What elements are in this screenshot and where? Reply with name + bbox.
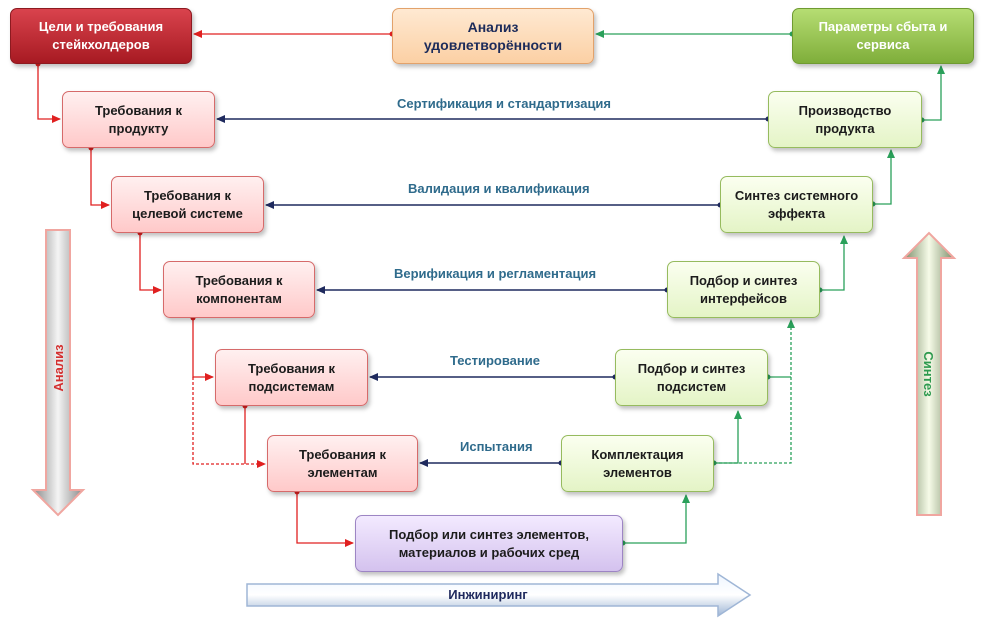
analysis-label: Анализ	[51, 344, 66, 392]
stakeholder-goals-box: Цели и требования стейкхолдеров	[10, 8, 192, 64]
engineering-label: Инжиниринг	[448, 587, 528, 602]
subsystem-requirements-box: Требования к подсистемам	[215, 349, 368, 406]
trials-label: Испытания	[460, 439, 533, 454]
interfaces-synthesis-box: Подбор и синтез интерфейсов	[667, 261, 820, 318]
certification-label: Сертификация и стандартизация	[397, 96, 612, 111]
sales-service-params-box: Параметры сбыта и сервиса	[792, 8, 974, 64]
component-requirements-box: Требования к компонентам	[163, 261, 315, 318]
product-production-box: Производство продукта	[768, 91, 922, 148]
target-system-requirements-box: Требования к целевой системе	[111, 176, 264, 233]
subsystems-synthesis-box: Подбор и синтез подсистем	[615, 349, 768, 406]
synthesis-cascade	[623, 65, 945, 544]
testing-label: Тестирование	[450, 353, 540, 368]
engineering-arrow	[246, 572, 752, 618]
analysis-arrow	[30, 229, 86, 517]
synthesis-arrow	[901, 231, 957, 516]
synthesis-label: Синтез	[921, 351, 936, 397]
verification-label: Верификация и регламентация	[394, 266, 597, 281]
validation-label: Валидация и квалификация	[408, 181, 590, 196]
element-requirements-box: Требования к элементам	[267, 435, 418, 492]
elements-selection-box: Подбор или синтез элементов, материалов …	[355, 515, 623, 572]
verification-links	[216, 115, 768, 467]
system-effect-synthesis-box: Синтез системного эффекта	[720, 176, 873, 233]
components-assembly-box: Комплектация элементов	[561, 435, 714, 492]
analysis-cascade	[37, 64, 354, 547]
product-requirements-box: Требования к продукту	[62, 91, 215, 148]
satisfaction-analysis-box: Анализ удовлетворённости	[392, 8, 594, 64]
